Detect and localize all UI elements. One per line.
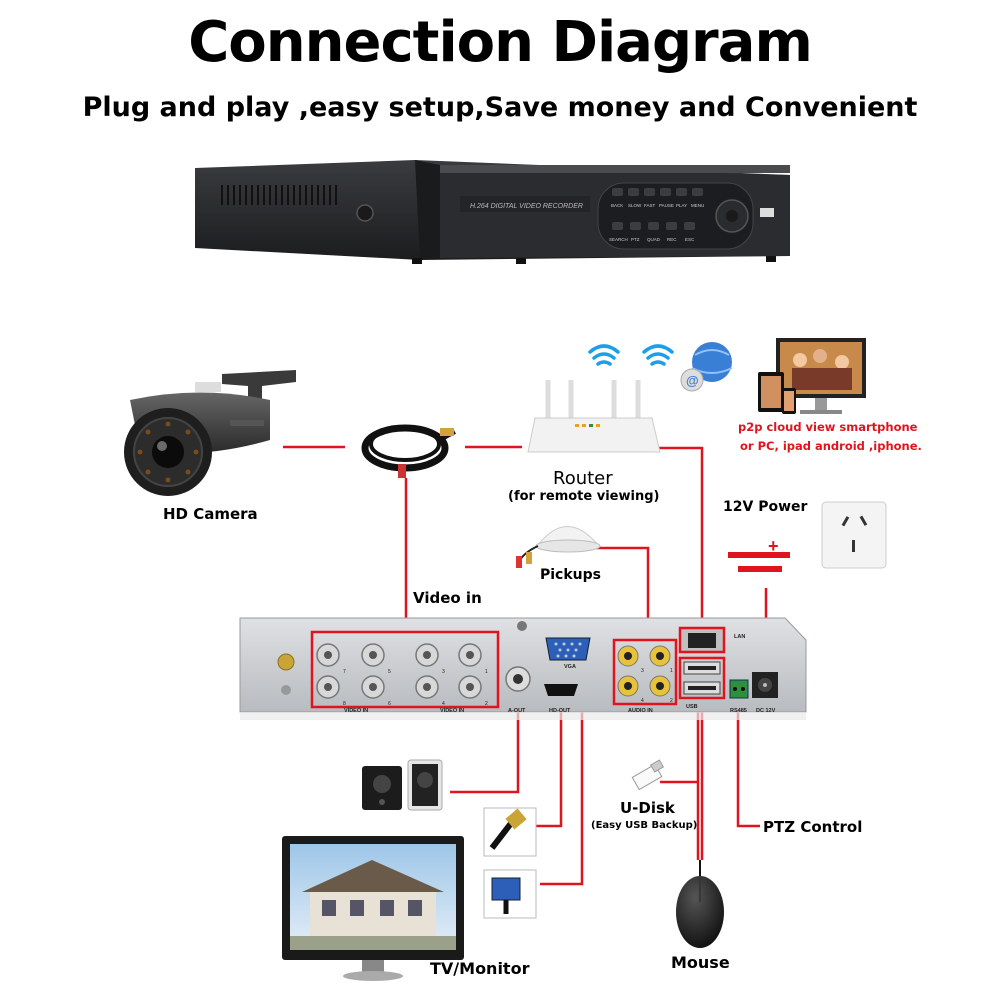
lan-port <box>679 627 725 653</box>
btn-label-pause: PAUSE <box>659 203 674 208</box>
dc-power-symbol: + <box>728 536 790 572</box>
rs485-label: RS485 <box>730 708 747 714</box>
lan-label: LAN <box>734 634 745 640</box>
audio-num-3: 3 <box>641 668 644 674</box>
audio-num-2: 2 <box>670 698 673 704</box>
bnc-num-1: 1 <box>485 669 488 675</box>
bnc-num-4: 4 <box>442 701 445 707</box>
vga-label: VGA <box>564 664 576 670</box>
rs485-terminal <box>729 679 749 699</box>
aout-port <box>505 666 531 692</box>
hdmi-cable-image <box>483 807 537 857</box>
hd-camera <box>124 370 296 496</box>
ptz-label: PTZ Control <box>763 818 863 836</box>
btn-label-ptz: PTZ <box>631 237 640 242</box>
front-buttons <box>612 188 703 230</box>
svg-text:@: @ <box>686 373 699 388</box>
tv-monitor-image <box>282 836 464 981</box>
bnc-num-7: 7 <box>343 669 346 675</box>
mouse-label: Mouse <box>671 953 730 972</box>
btn-label-slow: SLOW <box>628 203 642 208</box>
tv-label: TV/Monitor <box>430 959 530 978</box>
audio-in-highlight <box>612 638 678 706</box>
video-in-highlight <box>310 630 500 709</box>
router-sublabel: (for remote viewing) <box>508 489 660 504</box>
bnc-num-8: 8 <box>343 701 346 707</box>
wifi-icon <box>588 344 674 366</box>
vga-port <box>545 637 591 661</box>
audio-num-4: 4 <box>641 698 644 704</box>
btn-label-quad: QUAD <box>647 237 661 242</box>
wall-outlet-image <box>821 501 887 569</box>
hdout-label: HD-OUT <box>549 708 571 714</box>
power-label: 12V Power <box>723 499 808 515</box>
vent-grille <box>221 185 337 205</box>
bnc-num-6: 6 <box>388 701 391 707</box>
router-label: Router <box>553 468 613 489</box>
mouse-image <box>676 860 724 948</box>
page-subtitle: Plug and play ,easy setup,Save money and… <box>82 92 918 123</box>
aout-label: A-OUT <box>508 708 526 714</box>
btn-label-rec: REC <box>667 237 677 242</box>
audio-in-label: AUDIO IN <box>628 708 653 714</box>
page-title: Connection Diagram <box>188 10 813 75</box>
usb-ports <box>683 661 721 695</box>
udisk-sublabel: (Easy USB Backup) <box>591 820 698 831</box>
dc-label: DC 12V <box>756 708 776 714</box>
hd-camera-label: HD Camera <box>163 505 258 523</box>
btn-label-play: PLAY <box>676 203 687 208</box>
video-in-right-label: VIDEO IN <box>440 708 464 714</box>
svg-text:+: + <box>768 536 779 556</box>
bnc-connectors: 7 5 3 1 8 6 4 2 <box>316 643 488 707</box>
speakers-image <box>362 759 443 811</box>
audio-in-ports: 3 1 4 2 <box>617 645 673 704</box>
bnc-num-5: 5 <box>388 669 391 675</box>
dvr-brand-text: H.264 DIGITAL VIDEO RECORDER <box>470 203 583 210</box>
lan-highlight <box>678 626 726 654</box>
dvr-front-unit: H.264 DIGITAL VIDEO RECORDER BACK SLOW F… <box>195 160 790 264</box>
btn-label-esc: ESC <box>685 237 695 242</box>
usb-disk-image <box>631 759 665 791</box>
p2p-label-line2: or PC, ipad android ,iphone. <box>740 439 922 453</box>
audio-num-1: 1 <box>670 668 673 674</box>
p2p-label-line1: p2p cloud view smartphone <box>738 420 918 434</box>
bnc-num-3: 3 <box>442 669 445 675</box>
btn-label-search: SEARCH <box>609 237 628 242</box>
pickup-microphone <box>516 526 601 568</box>
usb-highlight <box>678 656 726 700</box>
vga-cable-image <box>483 869 537 919</box>
bnc-num-2: 2 <box>485 701 488 707</box>
pickups-label: Pickups <box>540 567 601 583</box>
btn-label-back: BACK <box>611 203 623 208</box>
p2p-devices-image <box>758 338 866 414</box>
btn-label-fast: FAST <box>644 203 656 208</box>
video-cable-coil <box>361 424 456 478</box>
router <box>527 380 661 453</box>
usb-label: USB <box>686 704 698 710</box>
video-in-left-label: VIDEO IN <box>344 708 368 714</box>
dc-jack <box>752 672 778 698</box>
internet-globe-icon: @ <box>680 342 733 392</box>
btn-label-menu: MENU <box>691 203 704 208</box>
hdmi-port <box>544 684 578 696</box>
video-in-label: Video in <box>413 589 482 607</box>
front-usb-port <box>760 208 774 217</box>
udisk-label: U-Disk <box>620 799 675 817</box>
